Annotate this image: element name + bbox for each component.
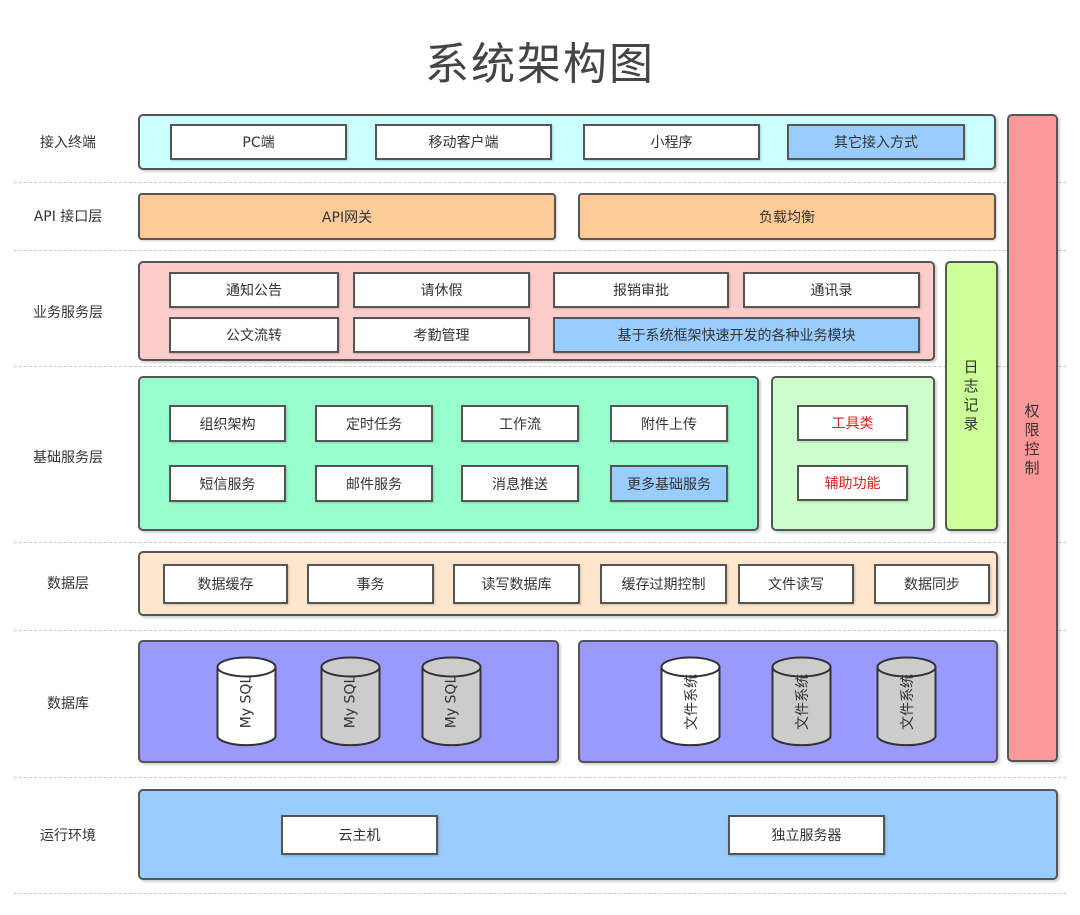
svc-push-message: 消息推送 bbox=[461, 465, 579, 502]
access-pc: PC端 bbox=[170, 124, 347, 160]
label-database-layer: 数据库 bbox=[47, 696, 89, 712]
svc-attachment-upload: 附件上传 bbox=[610, 405, 728, 442]
svc-workflow: 工作流 bbox=[461, 405, 579, 442]
diagram-title: 系统架构图 bbox=[425, 39, 655, 90]
runtime-dedicated-server: 独立服务器 bbox=[728, 815, 885, 855]
load-balancer: 负载均衡 bbox=[578, 193, 996, 240]
data-file-io: 文件读写 bbox=[738, 564, 854, 604]
svc-scheduled-tasks: 定时任务 bbox=[315, 405, 433, 442]
file-system-label: 文件系统 bbox=[794, 674, 811, 730]
biz-attendance: 考勤管理 bbox=[353, 317, 530, 353]
tools-panel bbox=[771, 376, 935, 531]
runtime-layer-panel bbox=[138, 789, 1058, 880]
mysql-label: My SQL bbox=[443, 675, 460, 729]
permission-label: 权限控制 bbox=[1024, 402, 1040, 477]
foundation-layer-panel bbox=[138, 376, 759, 531]
label-access-layer: 接入终端 bbox=[40, 135, 96, 151]
file-system-label: 文件系统 bbox=[683, 674, 700, 730]
svc-organization: 组织架构 bbox=[169, 405, 286, 442]
permission-panel bbox=[1007, 114, 1058, 762]
label-foundation-layer: 基础服务层 bbox=[33, 450, 103, 466]
layer-divider bbox=[14, 366, 1066, 367]
biz-expense-approval: 报销审批 bbox=[553, 272, 729, 308]
svc-email: 邮件服务 bbox=[315, 465, 433, 502]
data-transaction: 事务 bbox=[307, 564, 434, 604]
log-label: 日志记录 bbox=[963, 358, 979, 433]
file-system-label: 文件系统 bbox=[899, 674, 916, 730]
biz-document-flow: 公文流转 bbox=[169, 317, 339, 353]
biz-custom-modules: 基于系统框架快速开发的各种业务模块 bbox=[553, 317, 920, 353]
runtime-cloud-host: 云主机 bbox=[281, 815, 438, 855]
file-system-icon: 文件系统 bbox=[876, 656, 937, 748]
log-panel bbox=[945, 261, 998, 531]
access-other-methods: 其它接入方式 bbox=[787, 124, 965, 160]
mysql-database-icon: My SQL bbox=[320, 656, 381, 748]
mysql-label: My SQL bbox=[238, 675, 255, 729]
svc-tool-classes: 工具类 bbox=[797, 405, 908, 441]
data-cache-expiry: 缓存过期控制 bbox=[600, 564, 727, 604]
file-system-icon: 文件系统 bbox=[660, 656, 721, 748]
data-rw-database: 读写数据库 bbox=[453, 564, 580, 604]
layer-divider bbox=[14, 250, 1066, 251]
biz-address-book: 通讯录 bbox=[743, 272, 920, 308]
layer-divider bbox=[14, 182, 1066, 183]
layer-divider bbox=[14, 777, 1066, 778]
file-system-icon: 文件系统 bbox=[771, 656, 832, 748]
api-gateway: API网关 bbox=[138, 193, 556, 240]
mysql-database-icon: My SQL bbox=[421, 656, 482, 748]
mysql-database-icon: My SQL bbox=[216, 656, 277, 748]
layer-divider bbox=[14, 630, 1066, 631]
biz-notice: 通知公告 bbox=[169, 272, 339, 308]
layer-divider bbox=[14, 542, 1066, 543]
mysql-label: My SQL bbox=[342, 675, 359, 729]
svc-sms: 短信服务 bbox=[169, 465, 286, 502]
biz-leave-request: 请休假 bbox=[353, 272, 530, 308]
access-mini-program: 小程序 bbox=[583, 124, 760, 160]
label-business-layer: 业务服务层 bbox=[33, 305, 103, 321]
svc-more-basic: 更多基础服务 bbox=[610, 465, 728, 502]
data-sync: 数据同步 bbox=[874, 564, 990, 604]
layer-divider bbox=[14, 893, 1066, 894]
svc-auxiliary-functions: 辅助功能 bbox=[797, 465, 908, 501]
access-mobile-client: 移动客户端 bbox=[375, 124, 552, 160]
label-runtime-layer: 运行环境 bbox=[40, 828, 96, 844]
label-api-layer: API 接口层 bbox=[33, 209, 103, 225]
data-cache: 数据缓存 bbox=[163, 564, 288, 604]
label-data-layer: 数据层 bbox=[47, 576, 89, 592]
